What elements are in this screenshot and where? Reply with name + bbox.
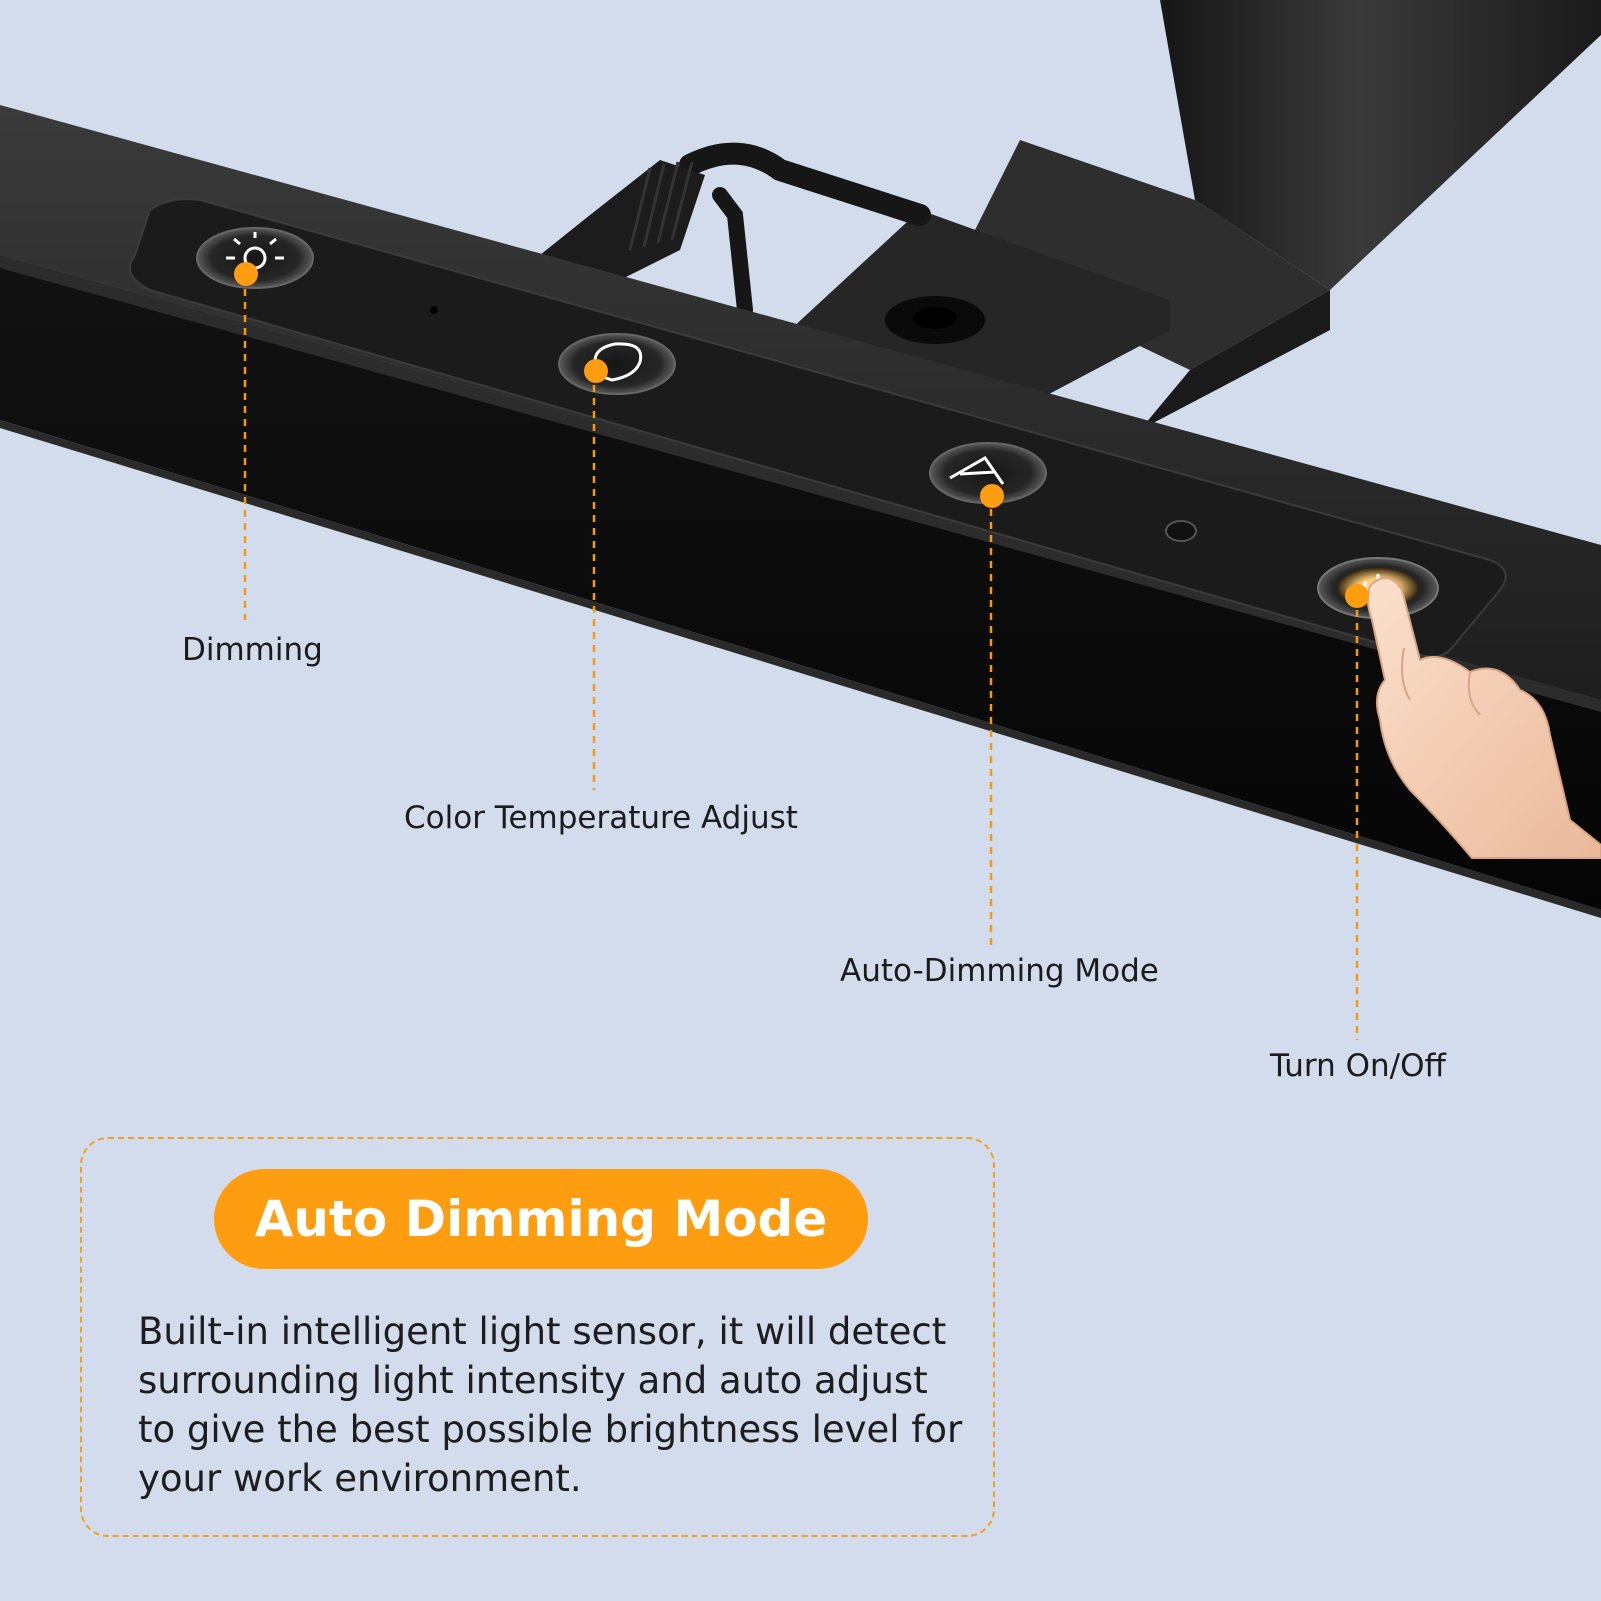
light-bar xyxy=(0,105,1601,918)
power-cable xyxy=(540,142,931,318)
sensor-dot-small xyxy=(430,306,438,314)
callout-label-dimming: Dimming xyxy=(182,632,323,668)
finger-pointer-illustration xyxy=(1366,577,1601,859)
feature-title: Auto Dimming Mode xyxy=(214,1169,868,1269)
feature-description: Built-in intelligent light sensor, it wi… xyxy=(138,1310,963,1500)
callout-dots xyxy=(234,262,1369,608)
callout-label-power: Turn On/Off xyxy=(1270,1048,1446,1084)
callout-lines xyxy=(243,276,1359,1040)
feature-panel: Auto Dimming Mode Built-in intelligent l… xyxy=(80,1137,995,1537)
callout-label-color-temperature: Color Temperature Adjust xyxy=(404,800,798,836)
auto-a-icon xyxy=(949,456,1005,485)
light-sensor xyxy=(1165,520,1197,542)
button-color-temperature[interactable] xyxy=(558,333,676,395)
callout-label-auto-dimming: Auto-Dimming Mode xyxy=(840,953,1159,989)
bulb-icon xyxy=(593,342,643,382)
